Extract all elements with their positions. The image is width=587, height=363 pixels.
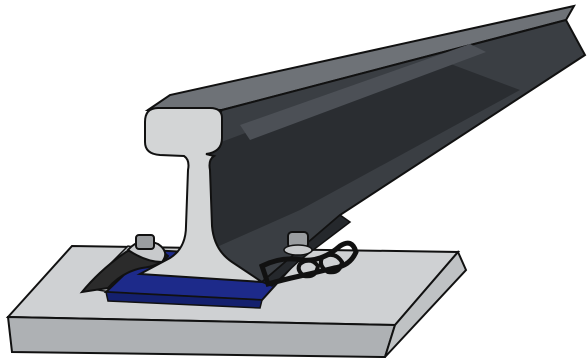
- right-bolt-washer: [284, 245, 312, 255]
- sleeper-front-face: [8, 317, 395, 357]
- rail: [140, 6, 585, 286]
- left-bolt: [136, 235, 154, 249]
